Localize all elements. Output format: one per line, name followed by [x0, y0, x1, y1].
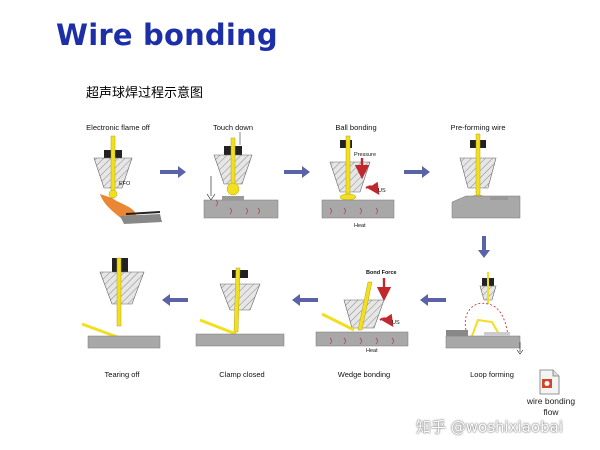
file-attachment-label[interactable]: wire bonding flow — [526, 396, 576, 417]
step-illustration-loop-forming — [445, 272, 524, 355]
flow-arrow-3 — [404, 166, 430, 178]
step-label-touch-down: Touch down — [213, 123, 253, 132]
flow-arrow-1 — [160, 166, 186, 178]
flow-arrow-6 — [162, 294, 188, 306]
step-illustration-electronic-flame-off: EFO — [93, 135, 162, 224]
step-label-wedge-bonding: Wedge bonding — [338, 370, 390, 379]
step-illustration-tearing-off — [81, 257, 161, 349]
step-label-ball-bonding: Ball bonding — [335, 123, 376, 132]
us-label-ball: US — [378, 188, 386, 194]
flow-arrow-down — [478, 236, 490, 258]
document-file-icon[interactable] — [538, 369, 560, 395]
efo-label: EFO — [119, 181, 131, 187]
step-illustration-clamp-closed — [195, 267, 285, 347]
flow-arrow-2 — [284, 166, 310, 178]
step-label-clamp-closed: Clamp closed — [219, 370, 264, 379]
heat-label-ball: Heat — [354, 223, 366, 229]
flow-arrow-4 — [420, 294, 446, 306]
heat-label-wedge: Heat — [366, 348, 378, 354]
flow-arrow-5 — [292, 294, 318, 306]
bond-force-label: Bond Force — [366, 270, 397, 276]
step-illustration-ball-bonding: Pressure US Heat — [321, 135, 395, 229]
step-illustration-pre-forming-wire — [451, 133, 521, 219]
step-illustration-touch-down — [203, 132, 279, 219]
pressure-label: Pressure — [354, 152, 376, 158]
diagram-subtitle: 超声球焊过程示意图 — [86, 86, 204, 101]
step-label-loop-forming: Loop forming — [470, 370, 514, 379]
step-label-pre-forming-wire: Pre-forming wire — [450, 123, 505, 132]
step-label-electronic-flame-off: Electronic flame off — [86, 123, 151, 132]
slide-title: Wire bonding — [56, 18, 278, 52]
step-illustration-wedge-bonding: Bond Force US Heat — [315, 270, 409, 354]
step-label-tearing-off: Tearing off — [105, 370, 141, 379]
watermark-text: 知乎 @woshixiaobai — [416, 418, 563, 436]
us-label-wedge: US — [392, 320, 400, 326]
